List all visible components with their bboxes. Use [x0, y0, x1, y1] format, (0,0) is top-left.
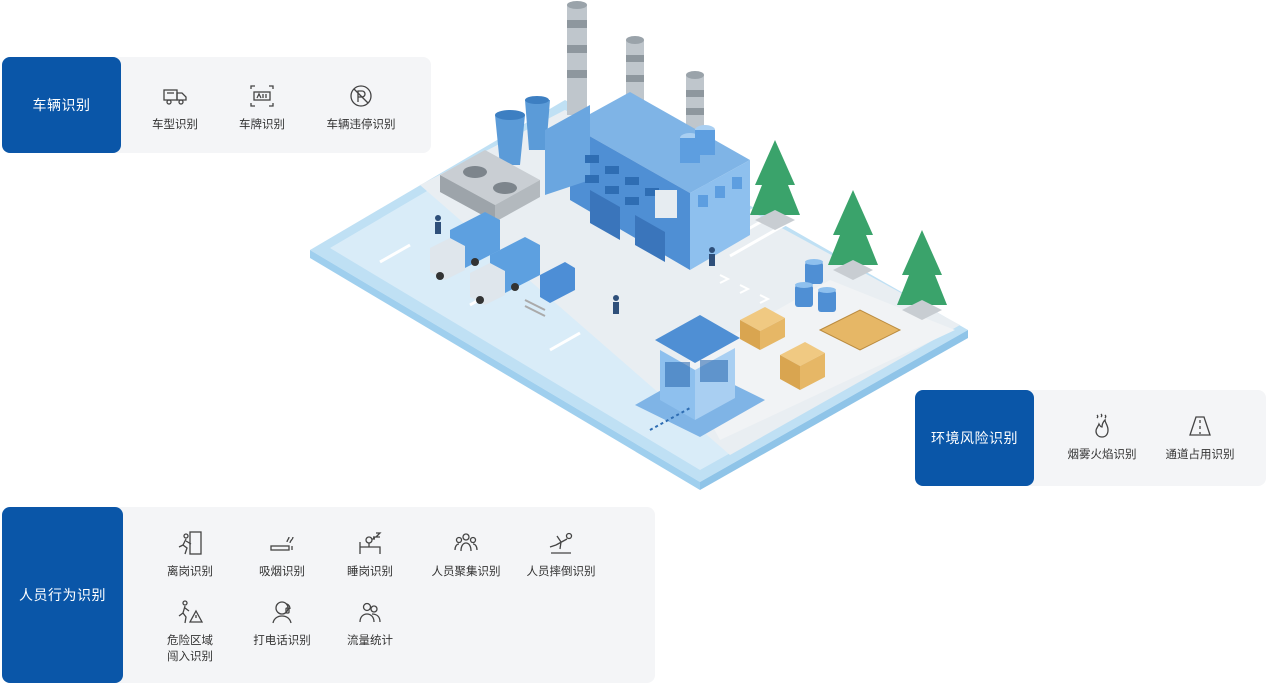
gathering-item[interactable]: 人员聚集识别	[426, 529, 506, 579]
factory-illustration	[310, 1, 968, 490]
environment-panel	[1020, 390, 1266, 486]
people-count-icon	[359, 602, 381, 623]
aisle-occupy-label: 通道占用识别	[1165, 447, 1235, 461]
truck-icon	[163, 89, 187, 105]
gathering-label: 人员聚集识别	[431, 564, 501, 578]
vehicle-panel	[110, 57, 431, 153]
license-plate-icon	[250, 85, 274, 107]
vehicle-type-item[interactable]: 车型识别	[140, 82, 210, 132]
trees	[750, 140, 947, 320]
workers	[435, 215, 715, 314]
no-parking-icon	[350, 85, 372, 107]
aisle-icon	[1189, 416, 1211, 436]
smoking-icon	[270, 536, 294, 551]
fall-item[interactable]: 人员摔倒识别	[520, 529, 602, 579]
plate-label: 车牌识别	[239, 117, 285, 131]
vehicle-tab-label: 车辆识别	[32, 98, 91, 114]
flame-icon	[1095, 413, 1109, 438]
sleeping-item[interactable]: 睡岗识别	[335, 529, 405, 579]
vehicle-type-label: 车型识别	[152, 117, 198, 131]
plate-item[interactable]: 车牌识别	[227, 82, 297, 132]
environment-tab-label: 环境风险识别	[931, 431, 1018, 447]
personnel-tab[interactable]: 人员行为识别	[2, 507, 123, 683]
flow-stats-item[interactable]: 流量统计	[335, 598, 405, 648]
illegal-parking-label: 车辆违停识别	[326, 117, 396, 131]
sleeping-label: 睡岗识别	[347, 564, 393, 578]
leave-post-icon	[178, 531, 202, 555]
flow-stats-label: 流量统计	[347, 633, 393, 647]
danger-zone-icon	[178, 600, 204, 624]
leave-post-label: 离岗识别	[167, 564, 213, 578]
barrels	[795, 259, 836, 312]
phone-icon	[272, 601, 292, 624]
smoking-label: 吸烟识别	[259, 564, 305, 578]
personnel-tab-label: 人员行为识别	[19, 588, 106, 604]
smoke-fire-label: 烟雾火焰识别	[1067, 447, 1137, 461]
phone-call-label: 打电话识别	[253, 633, 311, 647]
leave-post-item[interactable]: 离岗识别	[155, 529, 225, 579]
danger-zone-label-2: 闯入识别	[167, 649, 213, 663]
smoking-item[interactable]: 吸烟识别	[247, 529, 317, 579]
trucks	[430, 212, 540, 305]
chimneys	[567, 1, 704, 135]
danger-zone-label-1: 危险区域	[167, 633, 213, 647]
smoke-fire-item[interactable]: 烟雾火焰识别	[1062, 412, 1142, 462]
factory-building	[545, 92, 750, 270]
group-icon	[454, 533, 478, 552]
vehicle-tab[interactable]: 车辆识别	[2, 57, 121, 153]
crates	[740, 307, 825, 390]
danger-zone-item[interactable]: 危险区域 闯入识别	[155, 598, 225, 664]
illegal-parking-item[interactable]: 车辆违停识别	[316, 82, 406, 132]
environment-tab[interactable]: 环境风险识别	[915, 390, 1034, 486]
fall-label: 人员摔倒识别	[526, 564, 596, 578]
sleeping-icon	[359, 532, 382, 554]
fall-icon	[549, 532, 573, 554]
aisle-occupy-item[interactable]: 通道占用识别	[1160, 412, 1240, 462]
phone-call-item[interactable]: 打电话识别	[247, 598, 317, 648]
